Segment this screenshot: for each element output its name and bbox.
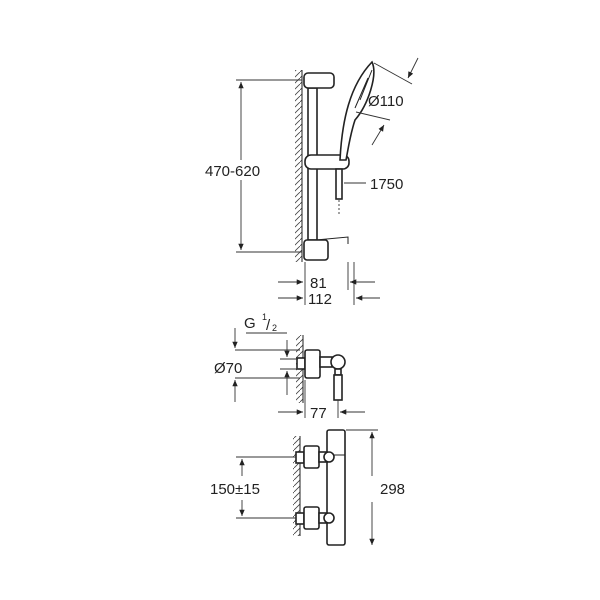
soap-shelf bbox=[315, 236, 349, 244]
center-distance-label: 150±15 bbox=[210, 481, 260, 498]
svg-text:/: / bbox=[266, 317, 271, 334]
outlet bbox=[330, 354, 346, 370]
bottom-bracket bbox=[303, 239, 329, 261]
rail-height-label: 470-620 bbox=[205, 163, 260, 180]
mixer-body bbox=[326, 429, 346, 546]
mixer-front-view: 150±15 298 bbox=[210, 429, 405, 546]
top-bracket bbox=[303, 72, 335, 89]
lower-connection bbox=[295, 506, 335, 530]
hand-shower bbox=[339, 60, 375, 161]
mixer-depth-label: 77 bbox=[310, 405, 327, 422]
depth-112-label: 112 bbox=[308, 291, 332, 308]
mixer-side-view: Ø70 G 1 / 2 77 bbox=[214, 312, 365, 422]
head-diameter-label: Ø110 bbox=[368, 93, 404, 110]
wall-hatch bbox=[295, 70, 302, 262]
hose-length-label: 1750 bbox=[370, 176, 403, 193]
escutcheon bbox=[304, 349, 321, 379]
slider bbox=[304, 154, 350, 170]
escutcheon-diameter-label: Ø70 bbox=[214, 360, 242, 377]
thread-label: G bbox=[244, 315, 256, 332]
upper-connection bbox=[295, 445, 335, 469]
shower-face bbox=[354, 69, 373, 109]
mixer-height-label: 298 bbox=[380, 481, 405, 498]
shower-rail-view: 470-620 Ø110 1750 81 112 bbox=[205, 57, 419, 308]
depth-81-label: 81 bbox=[310, 275, 327, 292]
thread-numerator: 1 bbox=[262, 312, 267, 322]
thread-denominator: 2 bbox=[272, 323, 277, 333]
hose-connector bbox=[335, 168, 343, 200]
